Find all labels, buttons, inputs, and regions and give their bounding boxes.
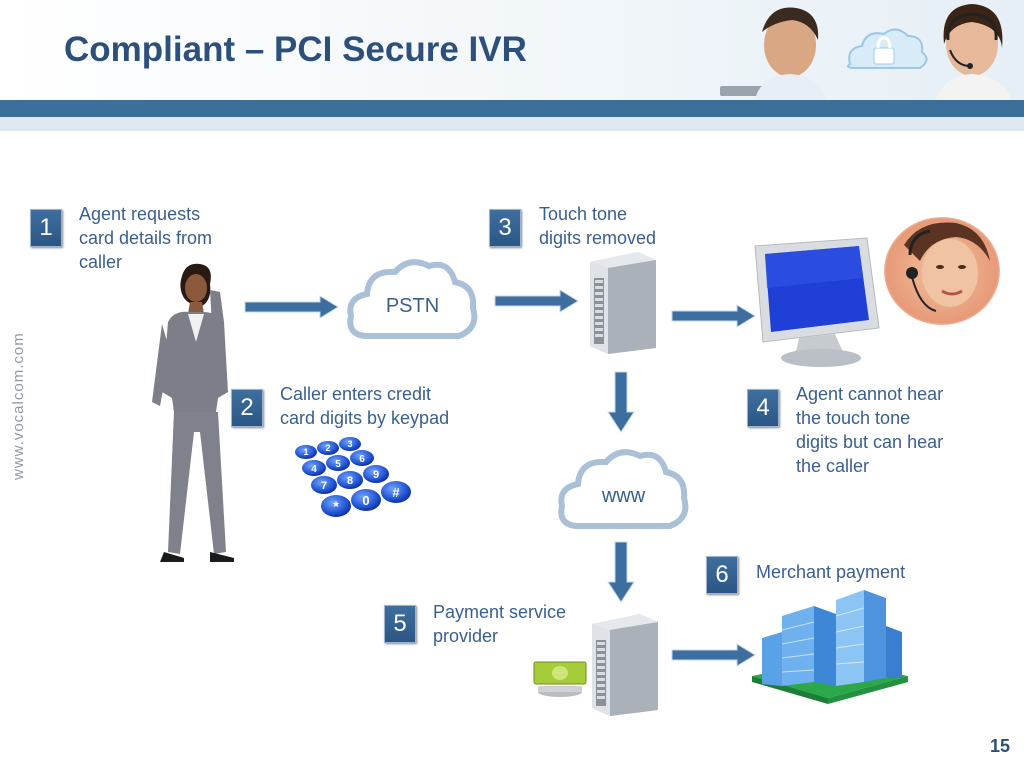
step-2-line: card digits by keypad — [280, 408, 450, 428]
keypad-icon: 1 2 3 4 5 6 7 8 9 * 0 # — [295, 437, 411, 517]
step-1-label: Agent requests card details from caller — [79, 202, 212, 274]
arrow-to-ivr-server — [494, 289, 579, 313]
keypad-keys — [295, 437, 411, 517]
step-4-line: the caller — [796, 456, 870, 476]
ivr-server-icon — [590, 252, 656, 354]
step-1-line: caller — [79, 252, 123, 272]
step-5-label: Payment service provider — [433, 600, 566, 648]
step-2-badge: 2 — [231, 389, 263, 427]
step-3-line: Touch tone — [539, 204, 628, 224]
page-number: 15 — [990, 736, 1011, 756]
arrow-to-merchant — [671, 643, 756, 667]
step-1-line: card details from — [79, 228, 213, 248]
money-icon — [533, 661, 587, 697]
step-1-line: Agent requests — [79, 204, 201, 224]
vertical-website-text: www.vocalcom.com — [10, 332, 27, 480]
arrow-to-pstn — [244, 295, 339, 319]
step-4-label: Agent cannot hear the touch tone digits … — [796, 382, 943, 478]
keypad-key: * — [333, 498, 339, 514]
step-5-badge: 5 — [384, 605, 416, 643]
pstn-cloud — [347, 259, 478, 339]
step-4-line: the touch tone — [796, 408, 911, 428]
step-6-badge: 6 — [706, 556, 738, 594]
arrow-down-to-www — [607, 371, 635, 433]
www-cloud — [558, 449, 689, 529]
slide-title: Compliant – PCI Secure IVR — [64, 30, 527, 69]
step-4-line: digits but can hear — [796, 432, 944, 452]
keypad-key: 6 — [359, 454, 365, 465]
keypad-key: 2 — [325, 443, 330, 453]
step-6-line: Merchant payment — [756, 562, 906, 582]
step-4-badge: 4 — [747, 389, 779, 427]
header-band-light — [0, 117, 1024, 131]
keypad-key: 3 — [347, 439, 352, 449]
header-illustration — [720, 4, 1012, 100]
keypad-key: # — [392, 485, 400, 500]
step-2-label: Caller enters credit card digits by keyp… — [280, 382, 449, 430]
pstn-label: PSTN — [385, 295, 440, 317]
keypad-key: 7 — [321, 480, 327, 492]
step-4-line: Agent cannot hear — [796, 384, 944, 404]
step-3-line: digits removed — [539, 228, 657, 248]
keypad-key: 8 — [347, 475, 353, 487]
header-band — [0, 100, 1024, 117]
keypad-key: 4 — [311, 464, 317, 475]
keypad-key: 1 — [303, 447, 308, 457]
step-2-line: Caller enters credit — [280, 384, 432, 404]
keypad-key: 9 — [373, 469, 379, 481]
keypad-key: 0 — [362, 493, 369, 508]
agent-woman-portrait — [884, 217, 1000, 325]
step-5-line: Payment service — [433, 602, 567, 622]
payment-server-icon — [592, 614, 658, 716]
merchant-building-icon — [752, 590, 908, 704]
step-6-label: Merchant payment — [756, 560, 905, 584]
step-3-label: Touch tone digits removed — [539, 202, 656, 250]
arrow-down-to-payment-server — [607, 541, 635, 603]
step-5-line: provider — [433, 626, 499, 646]
www-label: www — [601, 485, 646, 507]
arrow-to-agent-monitor — [671, 304, 756, 328]
agent-monitor-icon — [754, 237, 880, 367]
keypad-key: 5 — [335, 459, 341, 470]
step-3-badge: 3 — [489, 209, 521, 247]
caller-woman-figure — [152, 263, 234, 562]
step-1-badge: 1 — [30, 209, 62, 247]
